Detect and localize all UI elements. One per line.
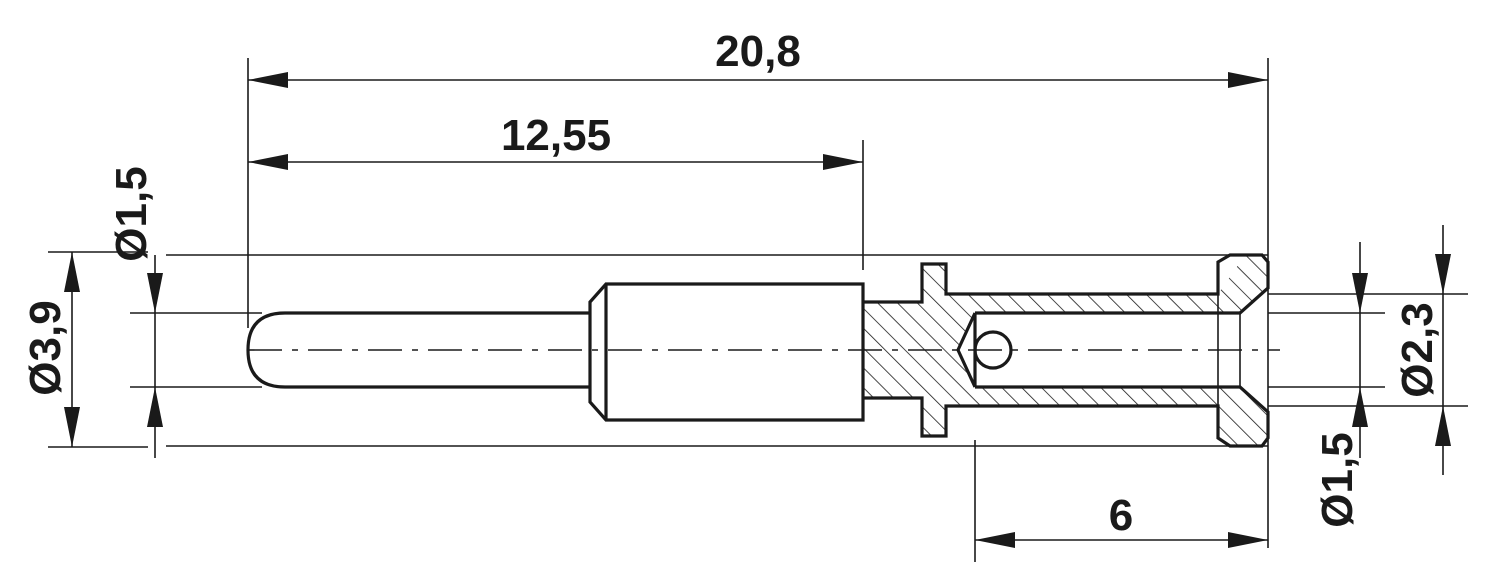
dimension-pin-length — [248, 154, 863, 170]
crimp-section-upper — [863, 253, 1270, 350]
dimension-crimp-length — [975, 532, 1268, 548]
overall-length-label: 20,8 — [715, 27, 801, 76]
crimp-inner-diameter-label: Ø1,5 — [1313, 432, 1362, 527]
pin-length-label: 12,55 — [501, 111, 611, 160]
outer-diameter-label: Ø3,9 — [21, 300, 70, 395]
crimp-section-lower — [863, 350, 1270, 448]
dimension-crimp-inner-diameter — [1352, 242, 1368, 458]
crimp-length-label: 6 — [1109, 491, 1133, 540]
dimension-crimp-outer-diameter — [1435, 225, 1451, 475]
dimension-overall-length — [248, 72, 1268, 88]
extension-lines — [48, 58, 1468, 562]
contact-pin — [246, 282, 865, 422]
pin-diameter-label: Ø1,5 — [107, 166, 156, 261]
dimension-pin-diameter — [147, 255, 163, 458]
dimension-outer-diameter — [64, 252, 80, 447]
crimp-outer-diameter-label: Ø2,3 — [1393, 302, 1442, 397]
